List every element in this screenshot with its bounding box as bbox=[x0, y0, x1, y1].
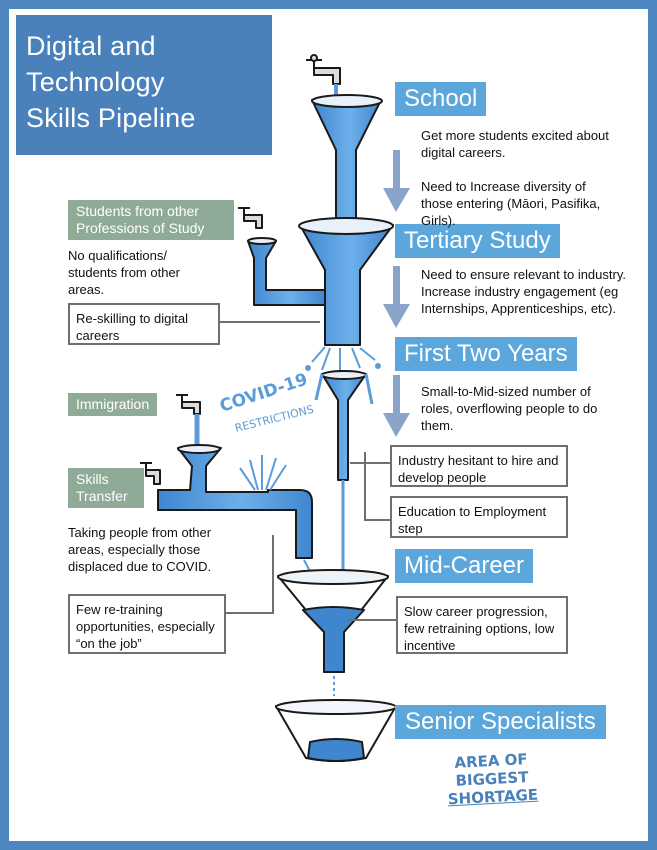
faucet-icon bbox=[238, 207, 263, 229]
leak-slow-progression: Slow career progression, few retraining … bbox=[396, 596, 568, 654]
skills-transfer-line-2: Transfer bbox=[76, 488, 128, 504]
faucet-icon bbox=[176, 394, 201, 415]
stage-tertiary: Tertiary Study bbox=[395, 224, 560, 258]
note-skills-transfer: Taking people from other areas, especial… bbox=[68, 525, 212, 574]
note-first-two-years: Small-to-Mid-sized number of roles, over… bbox=[421, 384, 598, 433]
title-line-3: Skills Pipeline bbox=[26, 103, 196, 133]
leak-retraining: Few re-training opportunities, especiall… bbox=[68, 594, 226, 654]
stage-mid-career: Mid-Career bbox=[395, 549, 534, 583]
note-tertiary: Need to ensure relevant to industry. Inc… bbox=[421, 267, 626, 316]
source-skills-transfer: Skills Transfer bbox=[68, 468, 144, 508]
title-line-1: Digital and bbox=[26, 31, 156, 61]
leak-reskilling: Re-skilling to digital careers bbox=[68, 303, 220, 345]
shortage-annotation: AREA OF BIGGEST SHORTAGE bbox=[431, 749, 554, 809]
leak-education-to-employment: Education to Employment step bbox=[390, 496, 568, 538]
faucet-icon bbox=[140, 462, 161, 485]
title-line-2: Technology bbox=[26, 67, 165, 97]
faucet-icon bbox=[306, 54, 341, 85]
stage-school: School bbox=[395, 82, 487, 116]
stage-senior-specialists: Senior Specialists bbox=[395, 705, 606, 739]
covid-annotation: COVID-19 RESTRICTIONS bbox=[217, 370, 315, 435]
source-immigration: Immigration bbox=[68, 393, 158, 416]
stage-first-two-years: First Two Years bbox=[395, 337, 577, 371]
skills-transfer-line-1: Skills bbox=[76, 471, 109, 487]
note-school-1: Get more students excited about digital … bbox=[421, 128, 609, 160]
source-other-professions: Students from other Professions of Study bbox=[68, 200, 234, 240]
leak-industry-hesitant: Industry hesitant to hire and develop pe… bbox=[390, 445, 568, 487]
poster-title: Digital and Technology Skills Pipeline bbox=[16, 15, 272, 155]
note-school-2: Need to Increase diversity of those ente… bbox=[421, 179, 601, 228]
note-other-professions: No qualifications/ students from other a… bbox=[68, 248, 180, 297]
